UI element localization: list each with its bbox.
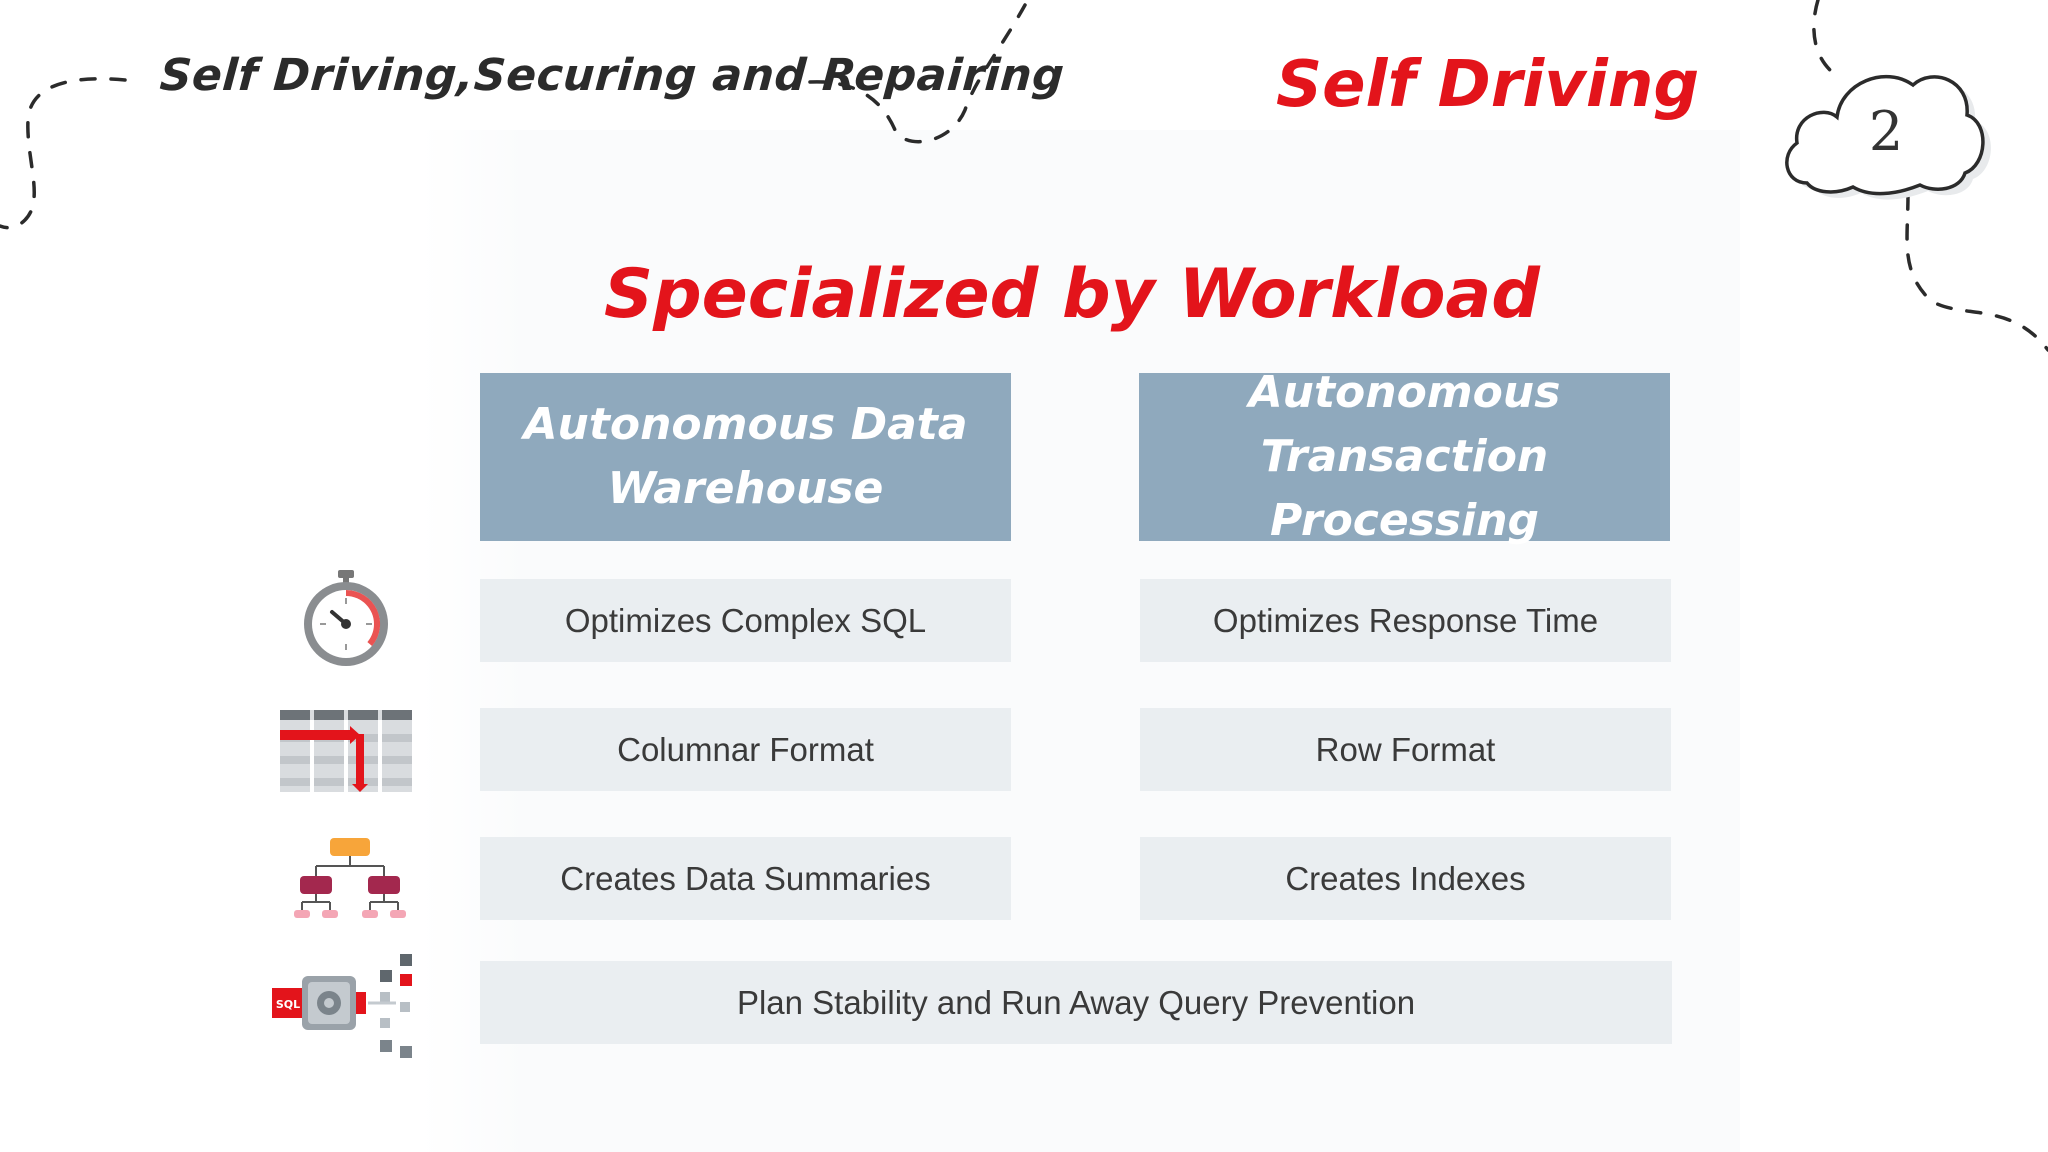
columnar-table-icon [280,710,412,792]
cell-optimizes-response-time: Optimizes Response Time [1140,579,1671,662]
cell-creates-indexes: Creates Indexes [1140,837,1671,920]
slide-heading: Specialized by Workload [604,255,1540,334]
column-header-data-warehouse: Autonomous Data Warehouse [480,373,1011,541]
sql-engine-icon: SQL [272,954,412,1058]
presentation-title: Self Driving,Securing and Repairing [158,50,1067,101]
cell-optimizes-complex-sql: Optimizes Complex SQL [480,579,1011,662]
cloud-icon [1785,74,1991,200]
cell-plan-stability: Plan Stability and Run Away Query Preven… [480,961,1672,1044]
column-header-transaction-processing: Autonomous Transaction Processing [1139,367,1670,546]
hierarchy-icon [294,838,406,918]
section-title: Self Driving [1276,48,1700,122]
cell-columnar-format: Columnar Format [480,708,1011,791]
svg-text:SQL: SQL [276,998,300,1011]
cell-creates-data-summaries: Creates Data Summaries [480,837,1011,920]
cell-row-format: Row Format [1140,708,1671,791]
stopwatch-icon [304,570,388,666]
page-number: 2 [1868,100,1904,163]
